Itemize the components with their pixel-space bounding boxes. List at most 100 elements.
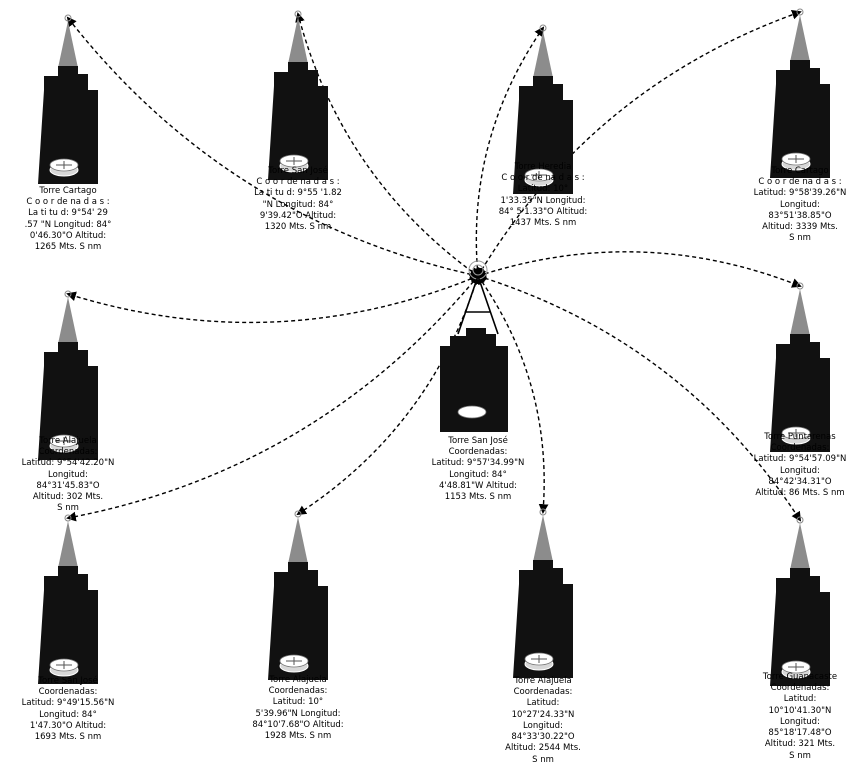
label-line: 10°10'41.30"N xyxy=(768,705,832,716)
tower-icon-cartago-1 xyxy=(38,14,98,184)
label-line: Coordenadas: xyxy=(38,447,98,458)
label-line: Longitud: xyxy=(780,716,820,727)
label-line: 5'39.96"N Longitud: xyxy=(255,708,341,719)
signal-dot-icon xyxy=(796,8,804,16)
label-line: Longitud: xyxy=(48,469,88,480)
label-line: Coordenadas: xyxy=(770,443,830,454)
link-cartago-1 xyxy=(66,16,480,280)
label-line: Latitud: 9°58'39.26"N xyxy=(753,188,847,199)
antenna-icon xyxy=(790,15,810,62)
router-arrows-icon xyxy=(56,437,72,445)
label-line: Torre Puntarenas xyxy=(764,432,836,442)
label-line: 1928 Mts. S nm xyxy=(264,731,332,742)
router-icon xyxy=(457,405,487,419)
router-arrows-icon xyxy=(56,661,72,669)
antenna-icon xyxy=(288,17,308,64)
antenna-icon xyxy=(790,289,810,336)
antenna-icon xyxy=(288,517,308,564)
label-line: 1437 Mts. S nm xyxy=(509,218,577,229)
tower-icon-guanacaste xyxy=(770,516,830,686)
router-arrows-icon xyxy=(788,663,804,671)
signal-dot-icon xyxy=(64,14,72,22)
label-line: Latitud: 10° xyxy=(517,184,569,195)
label-line: Coordenadas: xyxy=(268,686,328,697)
label-line: 84°31'45.83"O xyxy=(36,480,100,491)
building-icon xyxy=(513,560,573,678)
building-icon xyxy=(38,342,98,460)
label-line: Altitud: 3339 Mts. xyxy=(762,222,838,233)
central-tower-icon xyxy=(440,260,508,432)
label-line: La ti tu d: 9°54' 29 xyxy=(28,208,108,219)
label-line: S nm xyxy=(532,754,554,765)
antenna-icon xyxy=(790,523,810,570)
label-line: Latitud: 9°57'34.99"N xyxy=(431,458,525,469)
label-line: C o o r de na d a s : xyxy=(501,173,585,184)
label-line: 84°42'34.31"O xyxy=(768,476,832,487)
antenna-icon xyxy=(533,515,553,562)
antenna-mast-icon xyxy=(457,275,499,335)
label-line: Torre San José xyxy=(38,676,98,686)
signal-dot-icon xyxy=(64,290,72,298)
label-line: Longitud: xyxy=(780,199,820,210)
link-san-jose-top xyxy=(295,12,480,278)
label-line: Torre Guanacaste xyxy=(762,672,838,682)
antenna-icon xyxy=(533,31,553,78)
label-line: Latitud: xyxy=(526,698,560,709)
router-arrows-icon xyxy=(286,157,302,165)
label-line: 84° 5'1.33"O Altitud: xyxy=(498,206,588,217)
label-line: Torre Cartago xyxy=(39,186,97,196)
label-line: 10°27'24.33"N xyxy=(511,709,575,720)
router-arrows-icon xyxy=(56,161,72,169)
label-line: Coordenadas: xyxy=(38,687,98,698)
label-line: 1153 Mts. S nm xyxy=(444,492,512,503)
label-line: Torre Cartago xyxy=(771,166,829,176)
label-line: C o o r de na d a s : xyxy=(256,177,340,188)
label-line: .57 "N Longitud: 84° xyxy=(24,219,112,230)
label-line: C o o r de na d a s : xyxy=(26,197,110,208)
building-icon xyxy=(770,568,830,686)
tower-icons xyxy=(38,8,830,686)
tower-icon-san-jose-top xyxy=(268,10,328,180)
label-line: 85°18'17.48"O xyxy=(768,728,832,739)
label-line: Longitud: xyxy=(523,720,563,731)
tower-icon-cartago-2 xyxy=(770,8,830,178)
label-line: Coordenadas: xyxy=(513,687,573,698)
building-icon xyxy=(268,562,328,680)
label-line: Torre San José xyxy=(448,436,508,446)
label-line: 1693 Mts. S nm xyxy=(34,732,102,743)
building-icon xyxy=(268,62,328,180)
wireless-signal-inner-icon xyxy=(472,264,484,276)
label-line: Longitud: xyxy=(780,465,820,476)
wireless-signal-icon xyxy=(468,260,488,280)
label-line: 1320 Mts. S nm xyxy=(264,222,332,233)
router-arrows-icon xyxy=(531,171,547,179)
router-arrows-icon xyxy=(286,657,302,665)
label-line: Coordenadas: xyxy=(448,447,508,458)
label-line: 84°10'7.68"O Altitud: xyxy=(252,719,344,730)
building-icon xyxy=(770,60,830,178)
label-line: Latitud: xyxy=(783,694,817,705)
connection-links xyxy=(66,10,802,522)
building-icon xyxy=(38,566,98,684)
label-line: 84°33'30.22"O xyxy=(511,732,575,743)
label-line: Altitud: 302 Mts. xyxy=(32,492,104,503)
label-line: Coordenadas: xyxy=(770,683,830,694)
label-line: S nm xyxy=(789,233,811,244)
router-arrows-icon xyxy=(788,429,804,437)
label-line: 1'33.35"N Longitud: xyxy=(500,195,586,206)
tower-icon-alajuela-1 xyxy=(38,290,98,460)
router-arrows-icon xyxy=(788,155,804,163)
label-line: Latitud: 9°54'42.20"N xyxy=(21,458,115,469)
tower-icon-puntarenas xyxy=(770,282,830,452)
label-line: S nm xyxy=(789,750,811,761)
label-line: Torre Alajuela xyxy=(39,436,97,446)
antenna-icon xyxy=(58,297,78,344)
label-line: Latitud: 10° xyxy=(272,697,324,708)
link-puntarenas xyxy=(476,251,802,288)
